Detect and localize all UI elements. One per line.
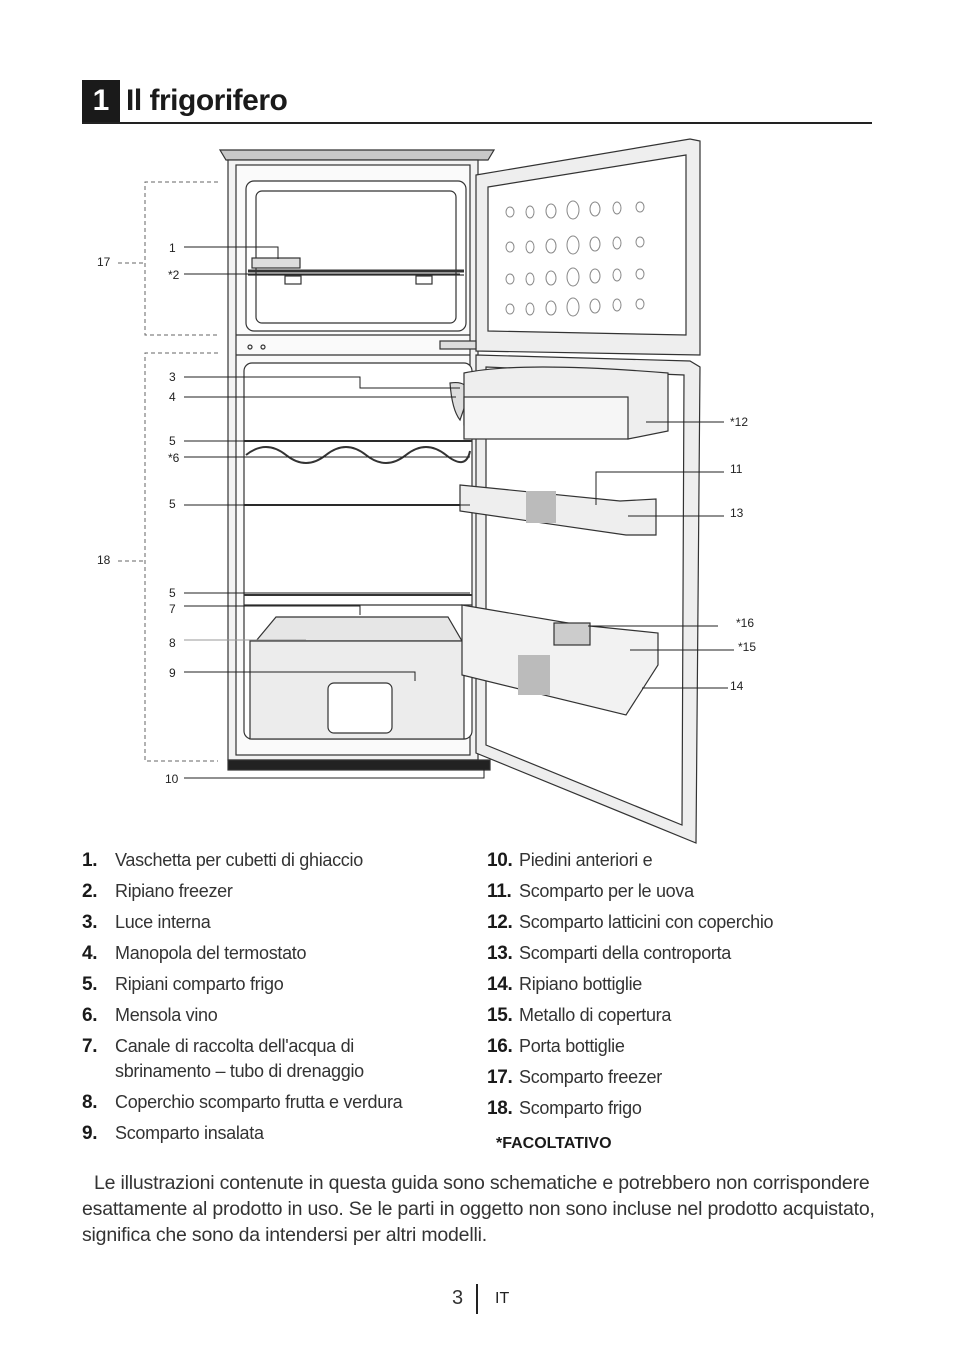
callout-14: 14	[730, 679, 744, 693]
list-item: 9. Scomparto insalata	[82, 1121, 452, 1146]
item-text: Canale di raccolta dell'acqua di sbrinam…	[115, 1036, 364, 1081]
item-text: Piedini anteriori e	[519, 850, 653, 870]
section-title: Il frigorifero	[126, 84, 288, 117]
callout-5-middle: 5	[169, 497, 176, 511]
list-item: 13. Scomparti della controporta	[487, 941, 877, 966]
section-number: 1	[82, 80, 120, 122]
item-number: 2.	[82, 881, 98, 902]
item-number: 5.	[82, 974, 98, 995]
list-item: 5. Ripiani comparto frigo	[82, 972, 452, 997]
callout-10: 10	[165, 772, 179, 786]
callout-12: *12	[730, 415, 748, 429]
item-text: Vaschetta per cubetti di ghiaccio	[115, 850, 363, 870]
item-text: Scomparto frigo	[519, 1098, 642, 1118]
item-number: 8.	[82, 1092, 98, 1113]
callout-17: 17	[97, 255, 111, 269]
callout-4: 4	[169, 390, 176, 404]
item-text: Scomparto per le uova	[519, 881, 694, 901]
callout-2: *2	[168, 268, 180, 282]
list-item: 10. Piedini anteriori e	[487, 848, 877, 873]
callout-18: 18	[97, 553, 111, 567]
item-number: 1.	[82, 850, 98, 871]
list-item: 16. Porta bottiglie	[487, 1034, 877, 1059]
list-item: 12. Scomparto latticini con coperchio	[487, 910, 877, 935]
list-item: 14. Ripiano bottiglie	[487, 972, 877, 997]
item-text: Porta bottiglie	[519, 1036, 625, 1056]
list-item: 6. Mensola vino	[82, 1003, 452, 1028]
list-item: 1. Vaschetta per cubetti di ghiaccio	[82, 848, 452, 873]
list-item: 7. Canale di raccolta dell'acqua di sbrin…	[82, 1034, 452, 1084]
item-text: Metallo di copertura	[519, 1005, 672, 1025]
item-number: 13.	[487, 943, 513, 964]
list-item: 15. Metallo di copertura	[487, 1003, 877, 1028]
parts-list-left: 1. Vaschetta per cubetti di ghiaccio 2. Ri…	[82, 848, 452, 1152]
item-number: 14.	[487, 974, 513, 995]
item-text: Manopola del termostato	[115, 943, 307, 963]
list-item: 2. Ripiano freezer	[82, 879, 452, 904]
section-heading: 1 Il frigorifero	[82, 80, 872, 124]
item-number: 3.	[82, 912, 98, 933]
callout-13: 13	[730, 506, 744, 520]
item-text: Luce interna	[115, 912, 211, 932]
callout-6: *6	[168, 451, 180, 465]
callout-15: *15	[738, 640, 756, 654]
item-number: 16.	[487, 1036, 513, 1057]
disclaimer-paragraph: Le illustrazioni contenute in questa gui…	[82, 1172, 875, 1246]
parts-list-right: 10. Piedini anteriori e 11. Scomparto per …	[487, 848, 877, 1127]
list-item: 11. Scomparto per le uova	[487, 879, 877, 904]
item-number: 9.	[82, 1123, 98, 1144]
item-number: 15.	[487, 1005, 513, 1026]
item-text: Scomparti della controporta	[519, 943, 732, 963]
item-text: Mensola vino	[115, 1005, 218, 1025]
item-number: 4.	[82, 943, 98, 964]
item-number: 7.	[82, 1036, 98, 1057]
item-text: Ripiano bottiglie	[519, 974, 642, 994]
item-text: Scomparto latticini con coperchio	[519, 912, 774, 932]
item-number: 11.	[487, 881, 512, 902]
list-item: 17. Scomparto freezer	[487, 1065, 877, 1090]
item-number: 18.	[487, 1098, 513, 1119]
item-text: Scomparto insalata	[115, 1123, 264, 1143]
callout-9: 9	[169, 666, 176, 680]
item-number: 6.	[82, 1005, 98, 1026]
item-number: 12.	[487, 912, 513, 933]
item-number: 10.	[487, 850, 513, 871]
callout-5-top: 5	[169, 434, 176, 448]
callout-16: *16	[736, 616, 754, 630]
page-number: 3	[452, 1287, 464, 1309]
item-number: 17.	[487, 1067, 513, 1088]
callout-8: 8	[169, 636, 176, 650]
optional-note: *FACOLTATIVO	[496, 1135, 612, 1152]
callout-7: 7	[169, 602, 176, 616]
item-text: Ripiani comparto frigo	[115, 974, 284, 994]
fridge-diagram: 1 *2 3 4 5 *6 5 5 7 8 9 10 *12 11 13 *16…	[97, 138, 756, 844]
callout-3: 3	[169, 370, 176, 384]
footer-divider	[476, 1284, 478, 1314]
list-item: 3. Luce interna	[82, 910, 452, 935]
callout-5-bottom: 5	[169, 586, 176, 600]
list-item: 8. Coperchio scomparto frutta e verdura	[82, 1090, 452, 1115]
callout-11: 11	[730, 462, 743, 476]
list-item: 4. Manopola del termostato	[82, 941, 452, 966]
callout-1: 1	[169, 241, 176, 255]
item-text: Coperchio scomparto frutta e verdura	[115, 1092, 403, 1112]
list-item: 18. Scomparto frigo	[487, 1096, 877, 1121]
language-code: IT	[495, 1290, 510, 1307]
item-text: Scomparto freezer	[519, 1067, 662, 1087]
item-text: Ripiano freezer	[115, 881, 233, 901]
